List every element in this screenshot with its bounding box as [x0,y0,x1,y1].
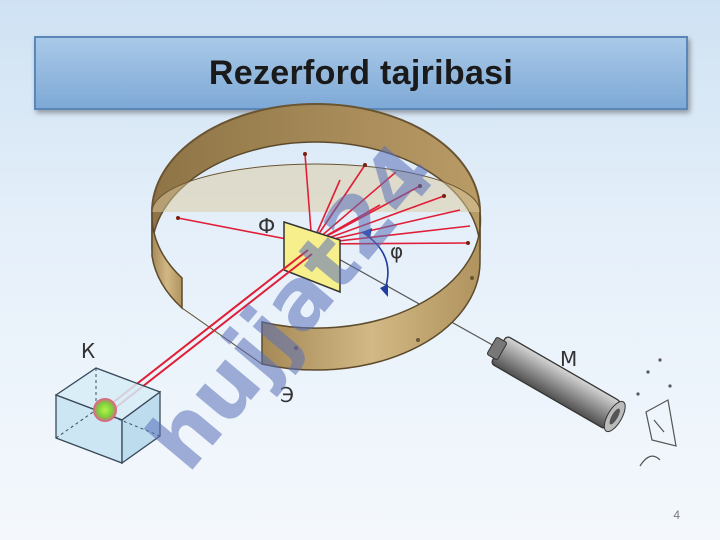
label-angle: φ [390,239,403,263]
label-screen: Э [280,383,294,407]
radioactive-source-box [54,367,162,465]
radium-sample [93,398,117,422]
label-source: К [81,339,95,363]
title-bar: Rezerford tajribasi [34,36,688,110]
microscope [487,336,626,433]
slide-title: Rezerford tajribasi [208,53,514,92]
gold-foil [283,220,341,294]
page-number: 4 [673,508,680,522]
ray-hit-dots [176,152,470,245]
eye-sketch [636,358,677,467]
scattered-rays [177,153,471,245]
microscope-axis [311,243,506,353]
screen-ring-front-right [261,211,482,371]
label-microscope: М [560,347,577,371]
label-foil: Ф [258,214,275,238]
